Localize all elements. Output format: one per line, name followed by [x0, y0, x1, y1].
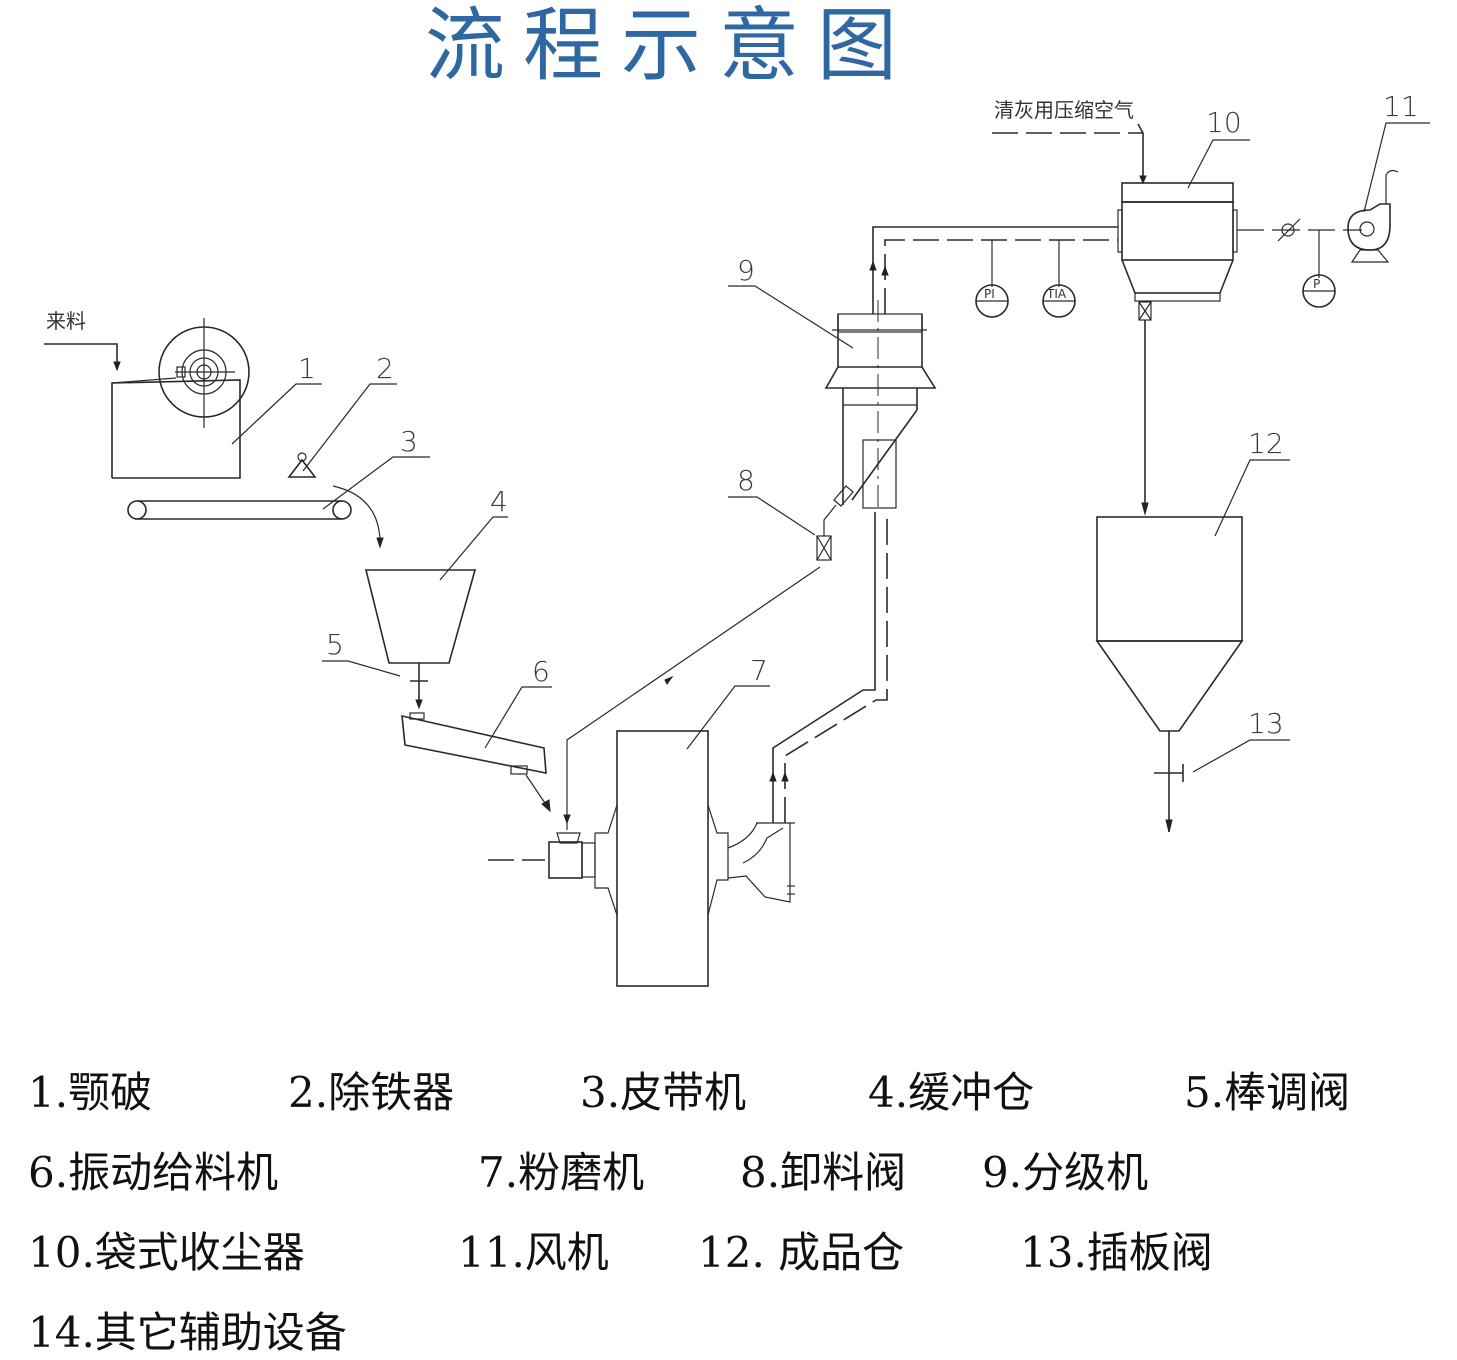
belt-conveyor [127, 485, 384, 549]
legend-item: 5.棒调阀 [1184, 1068, 1351, 1117]
grinding-mill [488, 512, 888, 987]
callout-12: 12 [1248, 427, 1284, 460]
process-flow-diagram: 来料 [44, 90, 1430, 987]
feed-in-arrow-icon [113, 361, 121, 372]
mill-inlet [548, 841, 583, 879]
bag-filter-top [1121, 182, 1234, 203]
legend-item: 10.袋式收尘器 [28, 1228, 305, 1277]
discharge-path [332, 485, 381, 541]
gas-pipe-inner [884, 239, 1118, 314]
fan-casing [1347, 203, 1391, 251]
legend-item: 2.除铁器 [288, 1068, 455, 1117]
svg-text:PI: PI [984, 287, 995, 301]
legend-item: 11.风机 [458, 1228, 609, 1277]
riser-pipe-inner [784, 512, 888, 823]
iron-remover [287, 452, 317, 478]
callout-3: 3 [400, 425, 418, 458]
callout-10: 10 [1206, 106, 1242, 139]
fan-outlet-pipe [1237, 218, 1362, 278]
buffer-bin-body [364, 569, 477, 664]
gauge-tia: TIA [1042, 284, 1076, 318]
callout-13: 13 [1248, 707, 1284, 740]
callout-8: 8 [737, 464, 755, 497]
vibrating-feeder [401, 712, 551, 813]
product-bin-cone [1095, 640, 1244, 732]
return-line [566, 566, 821, 830]
legend-item: 7.粉磨机 [478, 1148, 645, 1197]
crusher-body [111, 379, 241, 479]
callout-4: 4 [490, 485, 508, 518]
damper-icon [1281, 223, 1295, 237]
gas-pipe-outer [872, 226, 1118, 314]
svg-text:P: P [1313, 277, 1320, 291]
jaw-crusher: 来料 [44, 309, 250, 479]
bag-filter-body [1121, 201, 1234, 261]
mill-body [616, 730, 709, 987]
svg-text:TIA: TIA [1046, 287, 1067, 301]
product-bin-body [1096, 516, 1243, 642]
classifier-cone [824, 366, 937, 389]
gate-valve [1154, 764, 1184, 782]
callout-2: 2 [376, 352, 394, 385]
legend-item: 6.振动给料机 [28, 1148, 279, 1197]
feed-in-label: 来料 [46, 309, 86, 333]
legend-item: 12. 成品仓 [698, 1228, 905, 1277]
gauge-p: P [1302, 274, 1336, 308]
gas-pipe [869, 226, 1118, 314]
fan [1347, 169, 1399, 263]
callout-9: 9 [737, 254, 755, 287]
gauge-pi: PI [975, 284, 1009, 318]
buffer-bin [364, 569, 477, 710]
discharge-arrow-icon [376, 537, 384, 549]
legend-item: 9.分级机 [982, 1148, 1149, 1197]
callout-5: 5 [326, 628, 344, 661]
legend-item: 4.缓冲仓 [868, 1068, 1035, 1117]
callout-11: 11 [1383, 90, 1419, 123]
callout-6: 6 [532, 655, 550, 688]
riser-pipe-outer [772, 512, 876, 823]
bag-filter: 清灰用压缩空气 [992, 98, 1238, 516]
product-bin [1095, 516, 1244, 833]
iron-remover-symbol [287, 458, 317, 478]
legend-item: 3.皮带机 [580, 1068, 747, 1117]
callout-7: 7 [750, 654, 768, 687]
discharge-valve [816, 485, 854, 561]
legend-item: 8.卸料阀 [740, 1148, 907, 1197]
diagram-title: 流程示意图 [425, 0, 915, 92]
callout-leaders [231, 122, 1430, 773]
vibrating-feeder-body [401, 714, 547, 774]
feed-in-line [44, 343, 118, 368]
legend-item: 13.插板阀 [1020, 1228, 1213, 1277]
compressed-air-label: 清灰用压缩空气 [994, 98, 1134, 122]
legend-item: 14.其它辅助设备 [28, 1308, 347, 1357]
callout-1: 1 [298, 352, 316, 385]
legend-item: 1.颚破 [28, 1068, 153, 1117]
classifier [824, 300, 937, 510]
